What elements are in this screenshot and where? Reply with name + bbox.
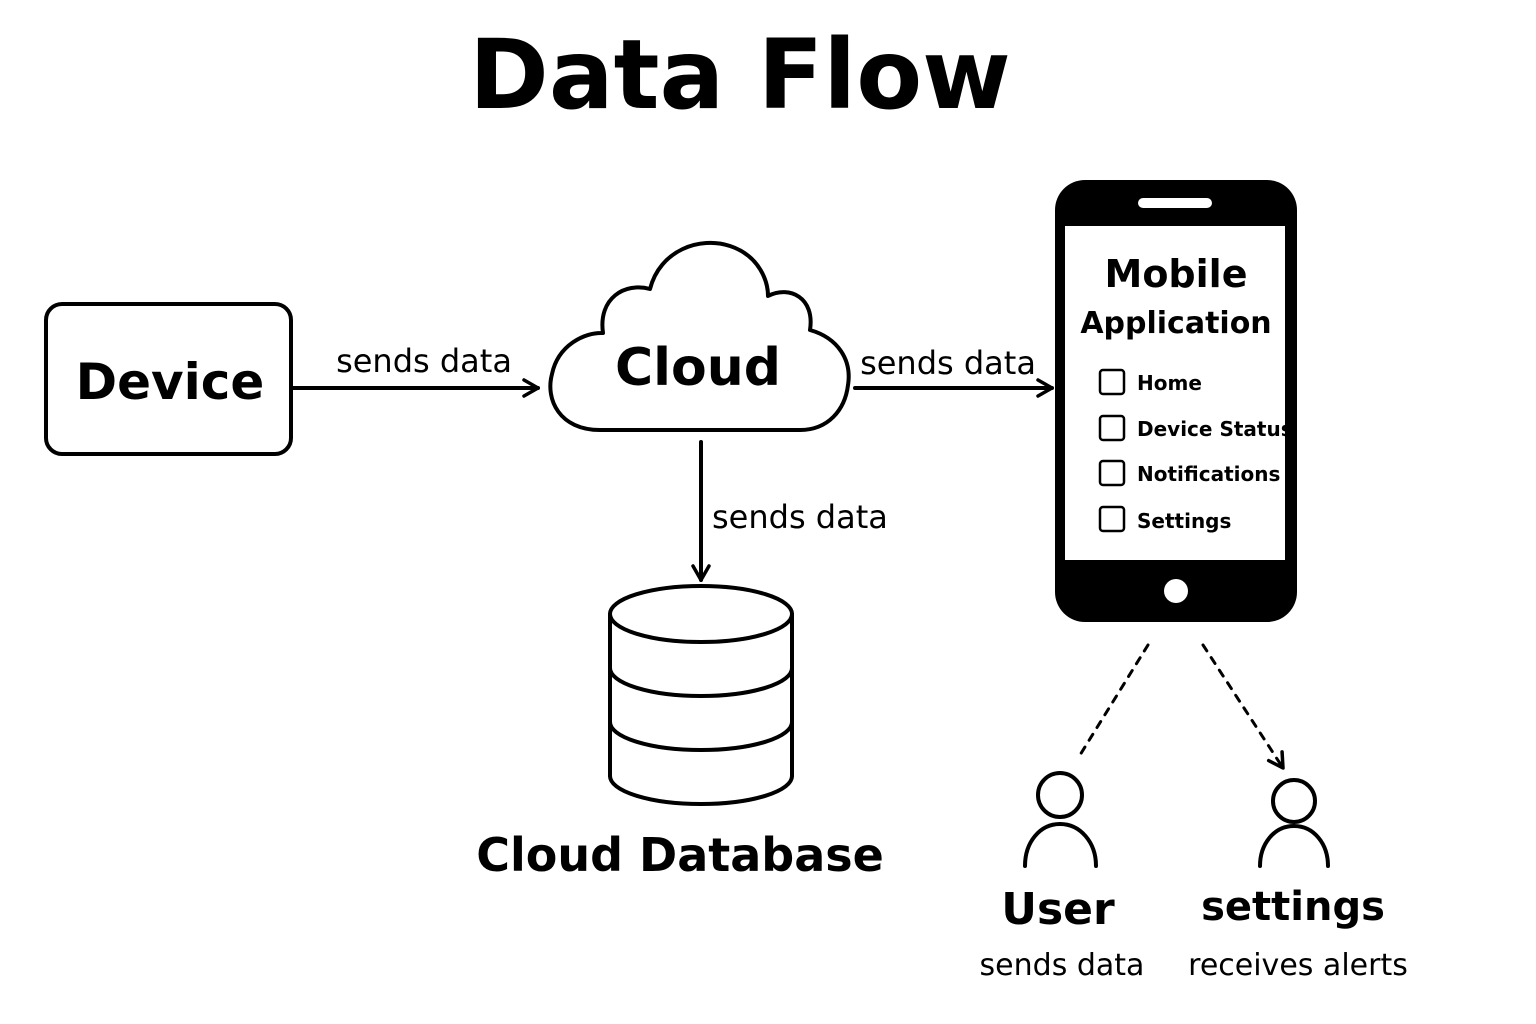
device-box xyxy=(44,302,293,456)
edge-label-device-to-cloud: sends data xyxy=(336,342,512,380)
person-icon xyxy=(1023,771,1098,868)
cloud-node: Cloud xyxy=(548,240,851,432)
cloud-label: Cloud xyxy=(615,338,781,398)
menu-item-home[interactable]: Home xyxy=(1098,368,1202,396)
device-node: Device xyxy=(44,302,293,456)
checkbox-icon[interactable] xyxy=(1098,505,1126,533)
actor-settings-name: settings xyxy=(1201,884,1385,930)
menu-item-notifications[interactable]: Notifications xyxy=(1098,459,1280,487)
edge-label-cloud-to-database: sends data xyxy=(712,498,888,536)
edge-device-to-cloud: sends data xyxy=(290,342,540,398)
actor-user-caption: sends data xyxy=(980,948,1145,983)
person-icon xyxy=(1258,778,1330,868)
edge-label-cloud-to-mobile: sends data xyxy=(860,344,1036,382)
database-node: Cloud Database xyxy=(476,584,884,882)
menu-item-label: Home xyxy=(1137,371,1202,395)
connector-mobile-to-user xyxy=(1078,643,1150,757)
device-label: Device xyxy=(76,353,265,411)
diagram-title: Data Flow xyxy=(469,19,1011,131)
actor-settings: settings receives alerts xyxy=(1188,778,1408,983)
home-button-icon xyxy=(1164,579,1188,603)
menu-item-label: Notifications xyxy=(1137,462,1280,486)
checkbox-icon[interactable] xyxy=(1098,414,1126,442)
menu-item-label: Device Status xyxy=(1137,417,1293,441)
menu-item-settings[interactable]: Settings xyxy=(1098,505,1231,533)
actor-user-name: User xyxy=(1001,884,1115,935)
checkbox-icon[interactable] xyxy=(1098,368,1126,396)
cloud-shape xyxy=(548,240,851,432)
menu-item-label: Settings xyxy=(1137,509,1231,533)
actor-settings-caption: receives alerts xyxy=(1188,948,1408,983)
checkbox-icon[interactable] xyxy=(1098,459,1126,487)
mobile-app-title-line1: Mobile xyxy=(1105,252,1248,296)
mobile-app-title-line2: Application xyxy=(1080,306,1271,341)
database-icon xyxy=(608,584,794,806)
phone-speaker xyxy=(1138,198,1212,208)
menu-item-device-status[interactable]: Device Status xyxy=(1098,414,1293,442)
mobile-app-node: Mobile Application Home Device Status No… xyxy=(1055,180,1297,622)
edge-cloud-to-mobile: sends data xyxy=(853,344,1054,398)
edge-cloud-to-database: sends data xyxy=(691,440,888,582)
connector-mobile-to-settings xyxy=(1201,643,1285,770)
database-label: Cloud Database xyxy=(476,828,884,882)
actor-user: User sends data xyxy=(980,771,1145,983)
